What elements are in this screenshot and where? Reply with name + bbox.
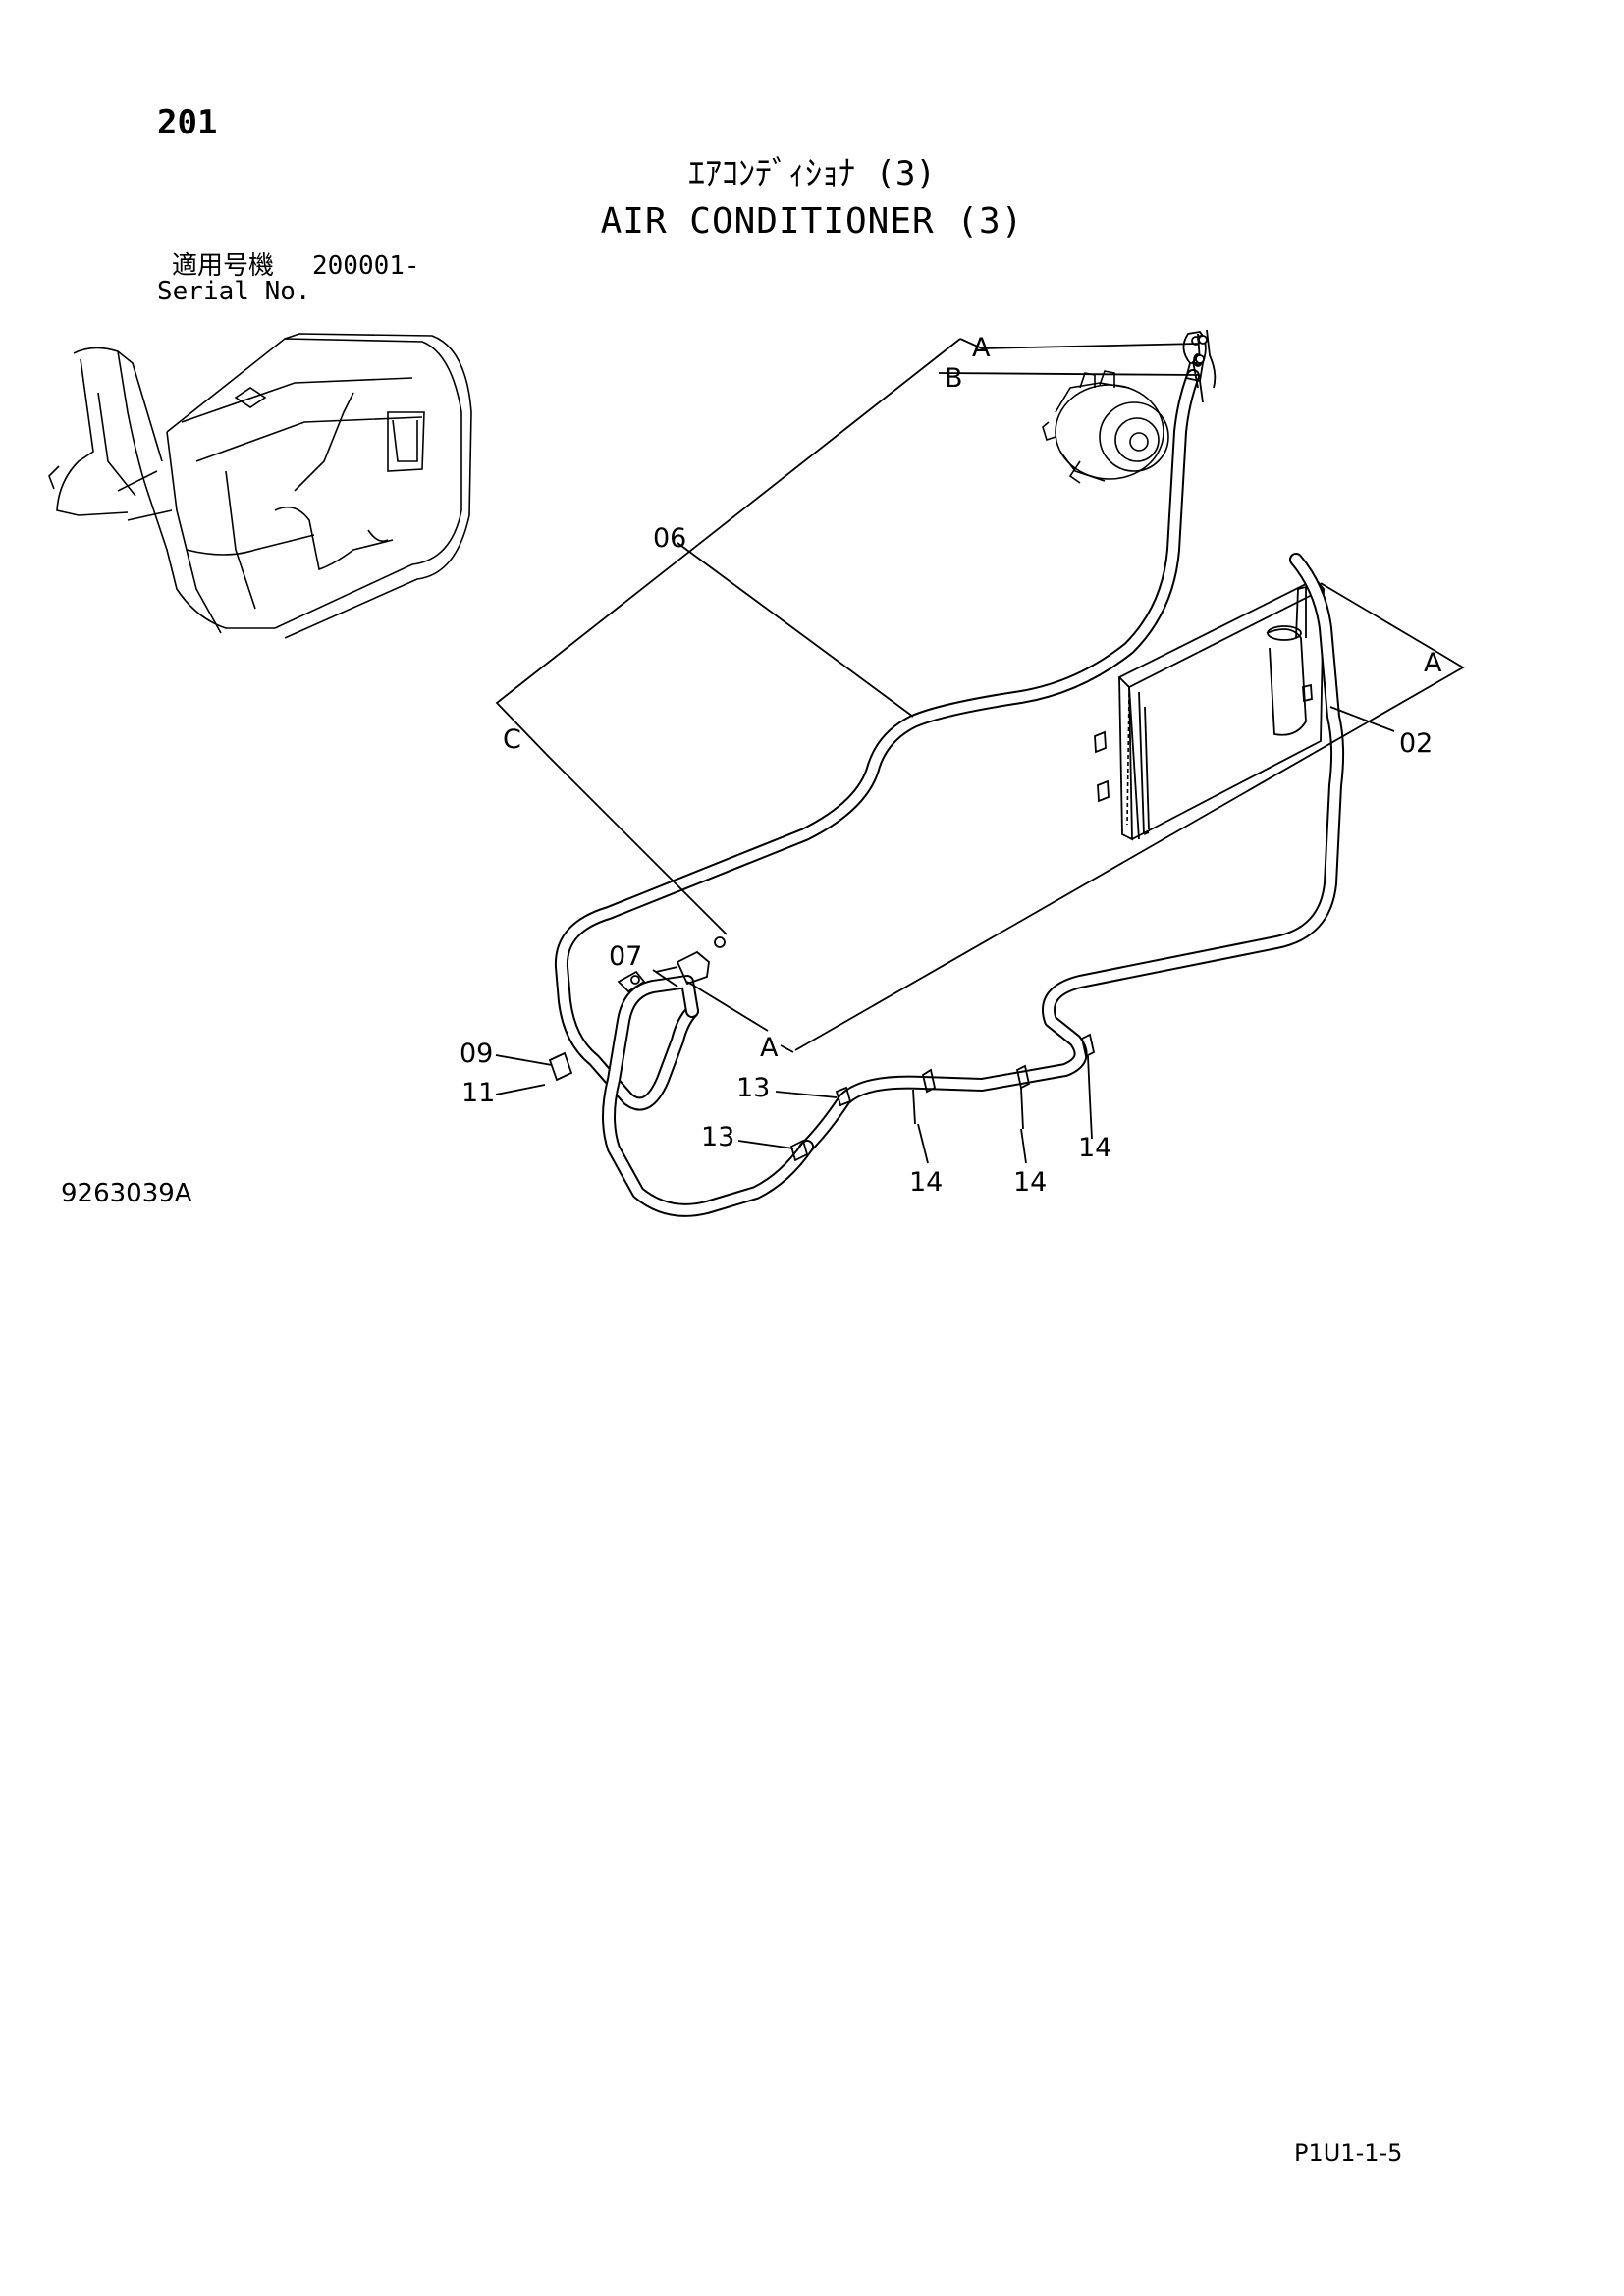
condenser [1094,577,1326,841]
leader-lines [495,542,1395,1164]
callout-07: 07 [609,941,642,972]
ref-letter-b-top: B [945,363,963,394]
callout-14-middle: 14 [1013,1167,1047,1198]
clamps [548,936,1096,1162]
callout-13-upper: 13 [736,1073,770,1103]
callout-02: 02 [1399,728,1433,759]
drawing-number: 9263039A [61,1179,192,1208]
machine-location-thumbnail [48,333,472,639]
compressor [1042,370,1169,484]
callout-14-left: 14 [909,1167,943,1198]
callout-14-right: 14 [1078,1133,1111,1163]
reference-lines [495,338,1465,1053]
title-english: AIR CONDITIONER (3) [600,201,1024,241]
ref-letter-a-bottom: A [760,1033,779,1063]
ref-letter-a-top: A [972,333,991,363]
hose-02 [798,553,1345,1155]
title-japanese: ｴｱｺﾝﾃﾞｨｼｮﾅ (3) [688,154,936,193]
page-code: P1U1-1-5 [1294,2139,1403,2166]
ref-letter-a-right: A [1424,648,1442,678]
serial-label-english: Serial No. [157,277,311,306]
hose-lower-loop [602,975,814,1217]
callout-09: 09 [460,1039,493,1069]
serial-range: 200001- [312,251,420,281]
serial-label-japanese: 適用号機 [172,251,275,281]
receiver-drier [1266,585,1313,736]
callout-06: 06 [653,523,686,554]
hose-06 [554,369,1200,1111]
ref-letter-c-left: C [503,724,521,755]
page-number: 201 [157,103,218,142]
callout-13-lower: 13 [701,1122,734,1152]
callout-11: 11 [461,1078,495,1108]
